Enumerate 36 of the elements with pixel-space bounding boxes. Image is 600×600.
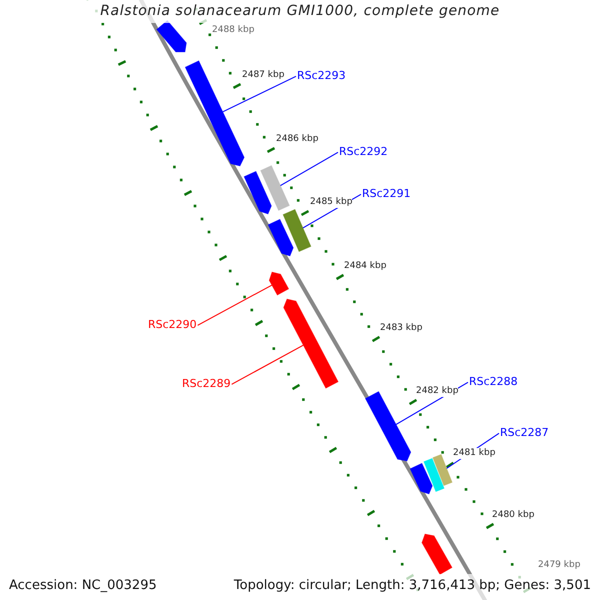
gene-label: RSc2288	[469, 374, 518, 388]
scale-label: 2487 kbp	[242, 70, 284, 81]
gene-label: RSc2292	[339, 144, 388, 158]
title: Ralstonia solanacearum GMI1000, complete genome	[99, 3, 501, 19]
scale-label: 2486 kbp	[276, 134, 318, 145]
leader-line	[280, 152, 338, 186]
leader-line	[197, 284, 272, 326]
gene-block	[364, 391, 412, 462]
scale-label: 2482 kbp	[416, 386, 458, 397]
gene-block	[244, 170, 272, 214]
gene-block	[410, 462, 433, 494]
leader-line	[222, 76, 296, 112]
gene-block	[432, 454, 453, 486]
gene-block	[423, 458, 445, 492]
scale-label: 2479 kbp	[538, 560, 580, 571]
scale-label: 2488 kbp	[212, 25, 254, 36]
leader-line	[231, 344, 304, 385]
gene-label: RSc2290	[148, 318, 197, 330]
gene-label: RSc2293	[297, 68, 346, 82]
scale-label: 2480 kbp	[492, 510, 534, 521]
gene-block	[156, 20, 187, 52]
accession-text: Accession: NC_003295	[9, 578, 157, 593]
scale-label: 2485 kbp	[310, 197, 352, 208]
scale-label: 2484 kbp	[344, 261, 386, 272]
gene-label: RSc2289	[182, 376, 231, 390]
gene-label: RSc2287	[500, 426, 549, 438]
gene-block	[260, 165, 290, 211]
gene-block	[282, 209, 312, 252]
genome-summary-text: Topology: circular; Length: 3,716,413 bp; Genes: 3,501	[234, 578, 591, 593]
gene-block	[268, 272, 290, 296]
scale-label: 2483 kbp	[380, 323, 422, 334]
gene-block	[283, 298, 339, 389]
scale-label: 2481 kbp	[453, 448, 496, 459]
gene-block	[422, 534, 452, 575]
gene-label: RSc2291	[362, 186, 411, 200]
gene-block	[268, 218, 294, 256]
